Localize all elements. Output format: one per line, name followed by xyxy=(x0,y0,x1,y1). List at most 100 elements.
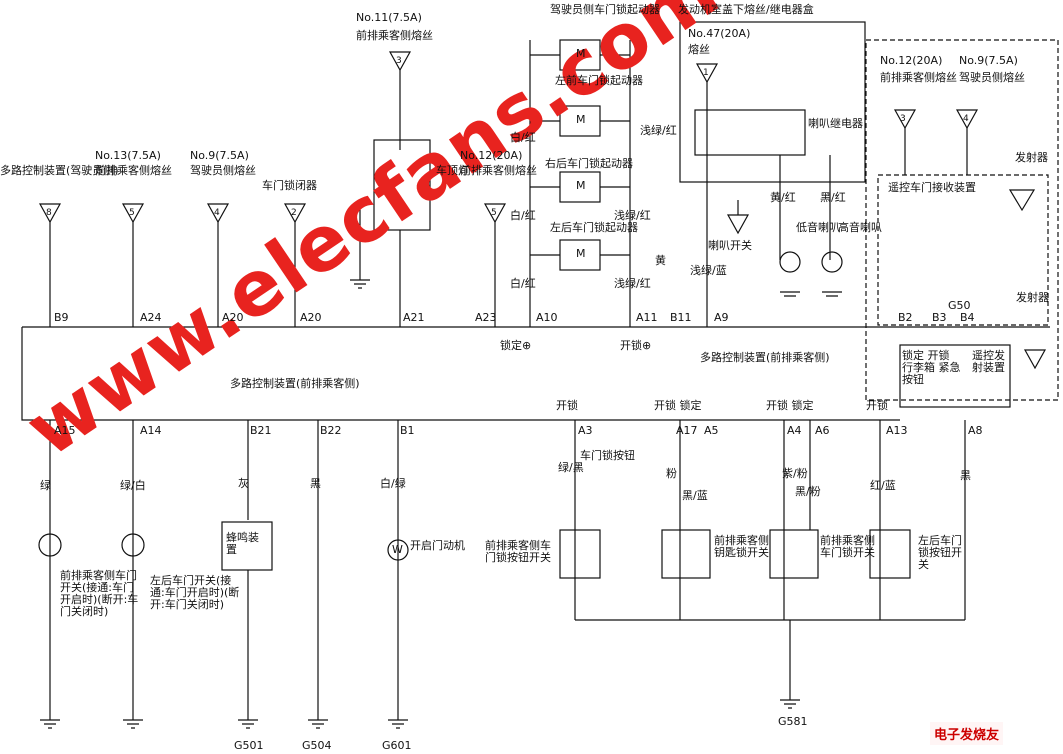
high-horn-label: 高音喇叭 xyxy=(838,221,882,234)
wire: 粉 xyxy=(666,467,677,480)
unlock-lock-label: 开锁 锁定 xyxy=(766,399,814,412)
connector-pin: A4 xyxy=(787,424,802,437)
lock-switch-label: 前排乘客侧车门锁开关 xyxy=(820,534,875,559)
wire: 绿 xyxy=(40,479,51,492)
wire: 浅绿/蓝 xyxy=(690,264,727,277)
fuse-no: No.9(7.5A) xyxy=(959,54,1018,67)
connector-pin: A9 xyxy=(714,311,729,324)
connector-pin: B21 xyxy=(250,424,272,437)
connector-pin: A15 xyxy=(54,424,76,437)
wire: 浅绿/红 xyxy=(640,124,677,137)
rear-left-motor-label: 左后车门锁起动器 xyxy=(550,221,638,234)
wire: 黑 xyxy=(310,477,321,490)
connector-pin: A20 xyxy=(222,311,244,324)
fuse-no: No.11(7.5A) xyxy=(356,11,422,24)
transmitter-label: 发射器 xyxy=(1016,291,1049,304)
wire: 白/红 xyxy=(510,209,536,222)
key-switch-label: 前排乘客侧钥匙锁开关 xyxy=(714,534,769,559)
door-motor-label: 开启门动机 xyxy=(410,539,465,552)
connector-pin: A6 xyxy=(815,424,830,437)
wire: 黄 xyxy=(655,254,666,267)
driver-motor-label: 驾驶员侧车门锁起动器 xyxy=(550,3,660,16)
wire: 白/红 xyxy=(510,131,536,144)
site-logo: 电子发烧友 xyxy=(930,722,1004,745)
fuse-no: No.12(20A) xyxy=(460,149,523,162)
fuse-name: 前排乘客侧熔丝 xyxy=(880,71,957,84)
wire: 黑/红 xyxy=(820,191,846,204)
wire: 浅绿/红 xyxy=(614,209,651,222)
door-switch-rl: 左后车门开关(接通:车门开启时)(断开:车门关闭时) xyxy=(150,574,240,611)
wire: 黑/蓝 xyxy=(682,489,708,502)
pin: 3 xyxy=(900,114,906,124)
connector-pin: B22 xyxy=(320,424,342,437)
lamp-label: 车顶灯 xyxy=(436,164,469,177)
lock-label: 锁定⊕ xyxy=(500,339,532,352)
wire: 黑/粉 xyxy=(795,485,821,498)
unlock-lock-label: 开锁 锁定 xyxy=(654,399,702,412)
ground-label: G501 xyxy=(234,739,264,752)
rear-knob-label: 左后车门锁按钮开关 xyxy=(918,534,962,571)
horn-relay-label: 喇叭继电器 xyxy=(808,117,863,130)
wire: 灰 xyxy=(238,477,249,490)
pin: 4 xyxy=(214,208,220,218)
keylock-label: 车门锁闭器 xyxy=(262,179,317,192)
connector-pin: A17 xyxy=(676,424,698,437)
connector-pin: A10 xyxy=(536,311,558,324)
pin: 3 xyxy=(396,56,402,66)
door-switch-fr: 前排乘客侧车门开关(接通:车门开启时)(断开:车门关闭时) xyxy=(60,569,139,618)
motor-w: W xyxy=(392,543,403,556)
fuse-no: No.47(20A) xyxy=(688,27,751,40)
connector-pin: A21 xyxy=(403,311,425,324)
fuse-name: 前排乘客侧熔丝 xyxy=(460,164,537,177)
fuse-no: No.12(20A) xyxy=(880,54,943,67)
mcu-driver-label: 多路控制装置(驾驶员侧) xyxy=(0,164,119,177)
pin: 5 xyxy=(129,208,135,218)
motor-icon: M xyxy=(576,113,586,126)
wire: 红/蓝 xyxy=(870,479,896,492)
connector-pin: B3 xyxy=(932,311,947,324)
unlock-label: 开锁⊕ xyxy=(620,339,652,352)
knob-switch-label: 前排乘客侧车门锁按钮开关 xyxy=(485,539,551,564)
fuse-name: 前排乘客侧熔丝 xyxy=(95,164,172,177)
fuse-no: No.13(7.5A) xyxy=(95,149,161,162)
wire: 黄/红 xyxy=(770,191,796,204)
connector-pin: B2 xyxy=(898,311,913,324)
motor-icon: M xyxy=(576,47,586,60)
wire: 黑 xyxy=(960,469,971,482)
fuse-name: 熔丝 xyxy=(688,43,710,56)
connector-pin: A24 xyxy=(140,311,162,324)
connector-pin: B4 xyxy=(960,311,975,324)
connector-pin: A14 xyxy=(140,424,162,437)
connector-pin: A8 xyxy=(968,424,983,437)
fuse-name: 前排乘客侧熔丝 xyxy=(356,29,433,42)
motor-icon: M xyxy=(576,247,586,260)
connector-pin: A11 xyxy=(636,311,658,324)
horn-switch-label: 喇叭开关 xyxy=(708,239,752,252)
receiver-label: 遥控车门接收装置 xyxy=(888,181,976,194)
wire: 绿/白 xyxy=(120,479,146,492)
remote-buttons: 锁定 开锁 行李箱 紧急按钮 xyxy=(902,349,961,386)
wire: 绿/黑 xyxy=(558,461,584,474)
pin: 2 xyxy=(291,208,297,218)
connector-pin: A5 xyxy=(704,424,719,437)
buzzer-label: 蜂鸣装置 xyxy=(226,531,259,556)
connector-pin: A20 xyxy=(300,311,322,324)
fuse-name: 驾驶员侧熔丝 xyxy=(190,164,256,177)
ground-label: G601 xyxy=(382,739,412,752)
connector-pin: B11 xyxy=(670,311,692,324)
connector-pin: A23 xyxy=(475,311,497,324)
low-horn-label: 低音喇叭 xyxy=(796,221,840,234)
cut-lock-label: 车门锁按钮 xyxy=(580,449,635,462)
ground-label: G504 xyxy=(302,739,332,752)
wire: 浅绿/红 xyxy=(614,277,651,290)
unlock-label: 开锁 xyxy=(556,399,578,412)
motor-icon: M xyxy=(576,179,586,192)
wire: 白/红 xyxy=(510,277,536,290)
fuse-no: No.9(7.5A) xyxy=(190,149,249,162)
unlock-label: 开锁 xyxy=(866,399,888,412)
wire: 紫/粉 xyxy=(782,467,808,480)
main-bus-label: 多路控制装置(前排乘客侧) xyxy=(700,351,830,364)
bus-lower-label: 多路控制装置(前排乘客侧) xyxy=(230,377,360,390)
